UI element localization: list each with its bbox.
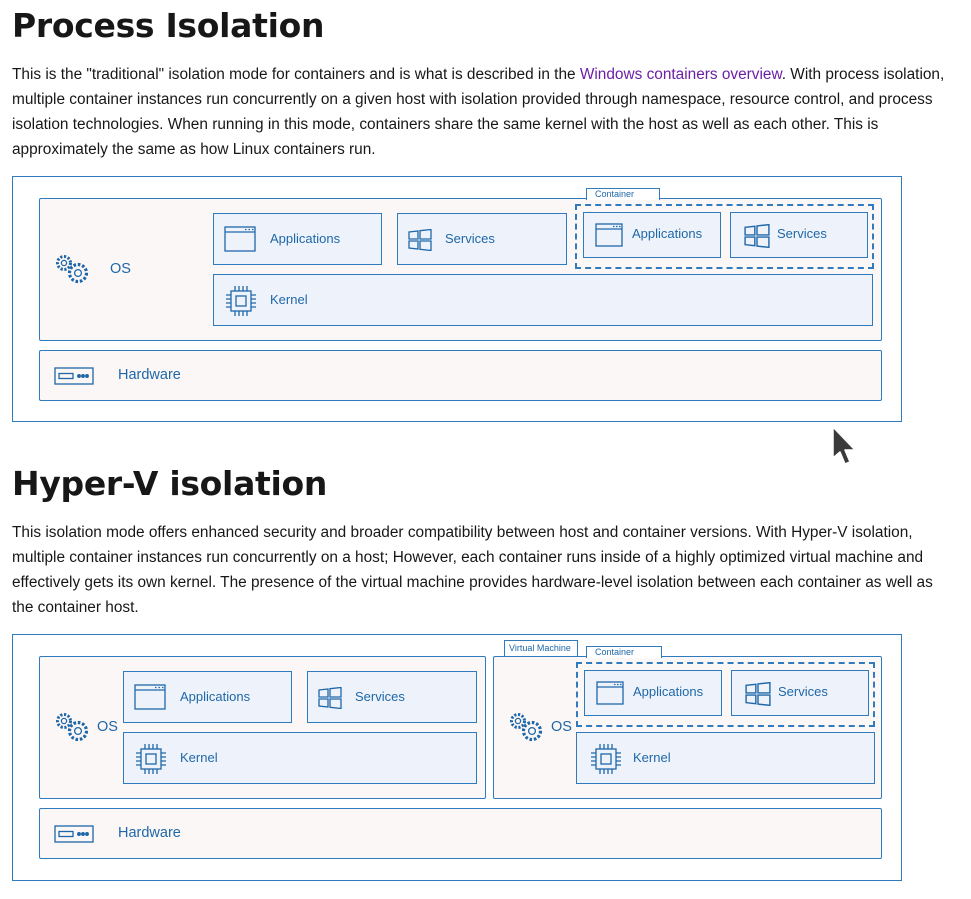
vm-os-label: OS: [551, 719, 572, 735]
process-isolation-diagram: OS Applications Services Container: [12, 176, 902, 422]
hardware-layer: Hardware: [39, 350, 882, 401]
host-os-label: OS: [97, 719, 118, 735]
host-kernel-label: Kernel: [180, 750, 218, 765]
window-icon: [595, 223, 623, 247]
window-icon: [596, 681, 624, 705]
hyperv-isolation-heading: Hyper-V isolation: [12, 464, 328, 503]
container-applications-box: Applications: [583, 212, 721, 258]
kernel-box: Kernel: [213, 274, 873, 326]
container-services-box: Services: [731, 670, 869, 716]
chip-icon: [225, 285, 257, 317]
process-isolation-heading: Process Isolation: [12, 6, 325, 45]
kernel-label: Kernel: [270, 292, 308, 307]
windows-containers-overview-link[interactable]: Windows containers overview: [579, 66, 782, 83]
windows-logo-icon: [318, 687, 342, 709]
virtual-machine-tag: Virtual Machine: [504, 640, 578, 656]
chip-icon: [590, 743, 622, 775]
container-applications-box: Applications: [584, 670, 722, 716]
host-os-layer: OS Applications Services: [39, 656, 486, 799]
container-services-label: Services: [778, 684, 828, 699]
process-isolation-paragraph: This is the "traditional" isolation mode…: [12, 62, 957, 162]
hardware-drive-icon: [54, 825, 94, 843]
host-applications-box: Applications: [123, 671, 292, 723]
container-boundary: Applications Services: [576, 662, 875, 727]
services-box: Services: [397, 213, 567, 265]
mouse-cursor-icon: [830, 426, 860, 475]
container-applications-label: Applications: [633, 684, 704, 699]
hyperv-isolation-paragraph: This isolation mode offers enhanced secu…: [12, 524, 933, 616]
os-layer: OS Applications Services Container: [39, 188, 882, 341]
chip-icon: [135, 743, 167, 775]
paragraph-text: This is the "traditional" isolation mode…: [12, 66, 580, 83]
container-services-label: Services: [777, 226, 827, 241]
paragraph-text: . With process isolation, multiple conta…: [12, 66, 945, 158]
container-services-box: Services: [730, 212, 868, 258]
applications-box: Applications: [213, 213, 382, 265]
window-icon: [224, 226, 256, 252]
host-services-box: Services: [307, 671, 477, 723]
hardware-drive-icon: [54, 367, 94, 385]
host-services-label: Services: [355, 689, 405, 704]
vm-kernel-label: Kernel: [633, 750, 671, 765]
windows-logo-icon: [408, 229, 432, 251]
windows-logo-icon: [745, 682, 771, 706]
hardware-layer: Hardware: [39, 808, 882, 859]
gears-icon: [508, 711, 546, 743]
container-tag: Container: [586, 646, 662, 658]
hardware-label: Hardware: [118, 825, 181, 841]
host-kernel-box: Kernel: [123, 732, 477, 784]
container-applications-label: Applications: [632, 226, 703, 241]
gears-icon: [54, 253, 92, 285]
hyperv-isolation-diagram: OS Applications Services: [12, 634, 902, 881]
services-label: Services: [445, 231, 495, 246]
window-icon: [134, 684, 166, 710]
container-tag: Container: [586, 188, 660, 200]
gears-icon: [54, 711, 92, 743]
virtual-machine-layer: OS Container Applications: [493, 646, 882, 799]
host-applications-label: Applications: [180, 689, 251, 704]
container-boundary: Applications Services: [575, 204, 874, 269]
applications-label: Applications: [270, 231, 341, 246]
hardware-label: Hardware: [118, 367, 181, 383]
os-label: OS: [110, 261, 131, 277]
vm-kernel-box: Kernel: [576, 732, 875, 784]
windows-logo-icon: [744, 224, 770, 248]
